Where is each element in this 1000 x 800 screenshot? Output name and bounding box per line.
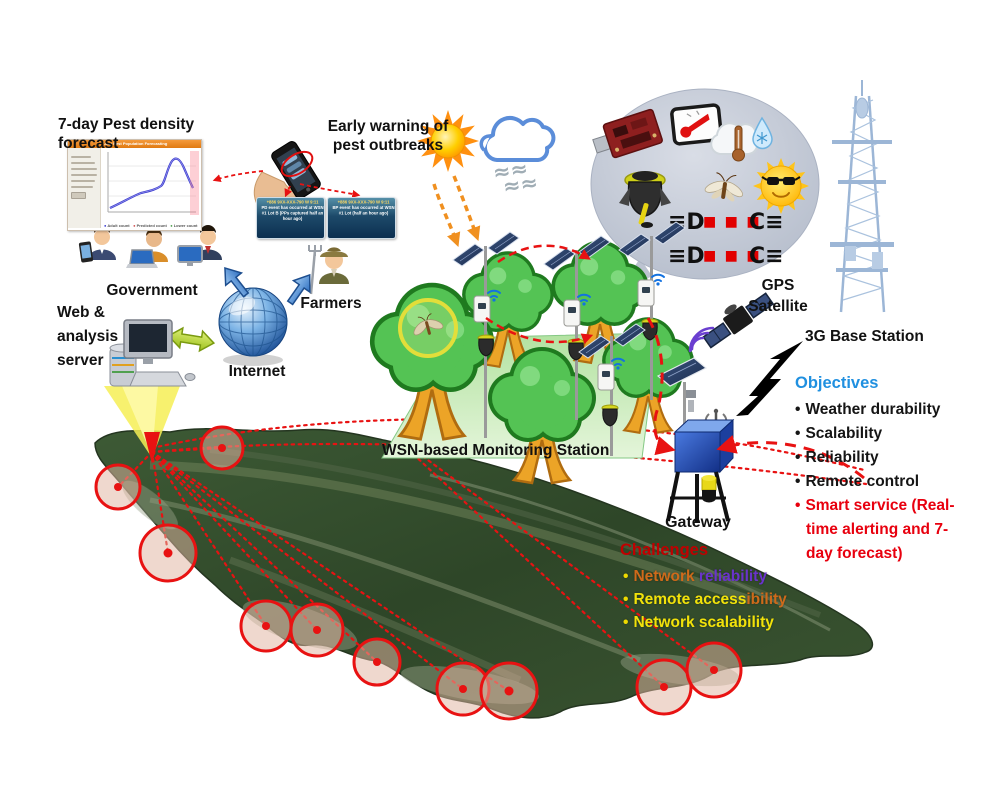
sensor-node (452, 231, 520, 438)
wsn-station-label: WSN-based Monitoring Station (382, 442, 610, 459)
svg-text:≈≈: ≈≈ (491, 156, 529, 185)
challenges-list: Challenges •Network reliability •Remote … (620, 538, 865, 635)
sms-alert-1: +886 9XX-XXX-790 W 9:11 PD event has occ… (256, 197, 325, 239)
forecast-horizon-band (190, 151, 199, 215)
circuit-board-icon (592, 108, 663, 159)
government-label: Government (106, 282, 198, 299)
forecast-chart: ●Adult count ●Predicted count ●Lower cou… (101, 148, 201, 228)
gateway-label: Gateway (665, 514, 731, 531)
cloud-icon (479, 115, 556, 162)
challenge-item: •Remote accessibility (623, 591, 787, 608)
gps-satellite-label: GPS Satellite (748, 277, 808, 315)
sun-sunglasses-icon (753, 158, 809, 214)
objectives-list: Objectives •Weather durability •Scalabil… (795, 371, 973, 566)
wsn-monitoring-station (368, 221, 695, 485)
sms-sender: +886 9XX-XXX-790 W 9:11 (266, 199, 319, 205)
lightning-bolt-icon (736, 341, 803, 416)
sms-sender: +886 9XX-XXX-790 W 9:11 (337, 199, 390, 205)
gauge-display-icon (670, 103, 724, 146)
alert-arrows (212, 170, 361, 198)
sms-body: PD event has occurred at WSN #1 Lot B (P… (261, 205, 324, 222)
smartphone-icon (78, 241, 94, 263)
challenge-item: •Network reliability (623, 567, 767, 585)
sensor-node (618, 221, 686, 400)
challenges-title: Challenges (620, 541, 709, 559)
pitchfork-icon (308, 245, 322, 295)
objective-item: •Smart service (Real-time alerting and 7… (795, 496, 955, 562)
flow-arrows (167, 267, 311, 353)
internet-label: Internet (228, 363, 286, 380)
objective-item: •Weather durability (795, 400, 941, 418)
base-station-tower (830, 80, 894, 313)
keyboard-icon (129, 371, 196, 387)
monitoring-site-circles (94, 425, 743, 721)
monitor-icon (123, 319, 173, 364)
forecast-app-window: 7-day Pest Population Forecasting ●Adult… (67, 139, 202, 231)
gateway-station (656, 357, 735, 523)
objective-item: •Scalability (795, 424, 883, 442)
objective-item: •Remote control (795, 472, 920, 490)
objectives-title: Objectives (795, 374, 879, 392)
humidity-sensor-icon (710, 116, 773, 162)
server-computer (109, 319, 196, 387)
gps-satellite-icon (688, 292, 775, 353)
challenge-item: •Network scalability (623, 614, 774, 632)
svg-text:C≡: C≡ (749, 244, 784, 269)
sunlight-arrows (432, 175, 481, 247)
base-station-label: 3G Base Station (805, 328, 924, 345)
objective-item: •Reliability (795, 448, 879, 466)
svg-text:≡D: ≡D (668, 244, 705, 269)
sms-alert-2: +886 9XX-XXX-790 W 9:11 BP event has occ… (327, 197, 396, 239)
sensor-node (578, 323, 646, 456)
forecast-app-titlebar: 7-day Pest Population Forecasting (68, 140, 201, 148)
internet-globe (218, 287, 288, 366)
wind-icon: ≈≈ ≈≈ (491, 156, 539, 199)
moth-icon (704, 172, 744, 202)
lure-canister-icon (701, 475, 717, 503)
server-beam (104, 386, 180, 464)
sun-icon (417, 110, 479, 172)
svg-text:■ ■ ■: ■ ■ ■ (703, 214, 762, 230)
svg-text:■ ■ ■: ■ ■ ■ (703, 248, 762, 264)
pheromone-trap-icon (619, 171, 671, 228)
node-hop-links (485, 244, 594, 345)
sms-body: BP event has occurred at WSN #1 Lot (hal… (332, 205, 395, 216)
sensor-node (543, 235, 611, 420)
government-users (78, 225, 222, 268)
laptop-icon (126, 249, 158, 268)
svg-text:C≡: C≡ (749, 210, 784, 235)
sensor-hardware-bubble: ≡D ■ ■ ■ C≡ ≡D ■ ■ ■ C≡ (584, 88, 820, 306)
farmer-figure (308, 245, 349, 295)
farmers-label: Farmers (300, 295, 362, 312)
forecast-legend: ●Adult count ●Predicted count ●Lower cou… (104, 223, 198, 229)
svg-text:≈≈: ≈≈ (501, 170, 539, 199)
station-gateway-link (646, 317, 676, 456)
forecast-app-title: 7-day Pest Population Forecasting (101, 141, 168, 147)
wsn-link-lines (116, 417, 868, 693)
web-server-label: Web & analysis server (57, 304, 119, 370)
gateway-stand (666, 471, 730, 523)
wireless-link-icon: ≡D ■ ■ ■ C≡ ≡D ■ ■ ■ C≡ (668, 210, 784, 269)
forecast-form-panel[interactable] (68, 148, 101, 228)
early-warning-label: Early warning of pest outbreaks (327, 118, 449, 155)
gps-signal-waves (688, 326, 715, 353)
monitor-icon (177, 245, 203, 266)
forecast-title: 7-day Pest density forecast (58, 116, 195, 153)
pest-highlight (398, 298, 458, 358)
